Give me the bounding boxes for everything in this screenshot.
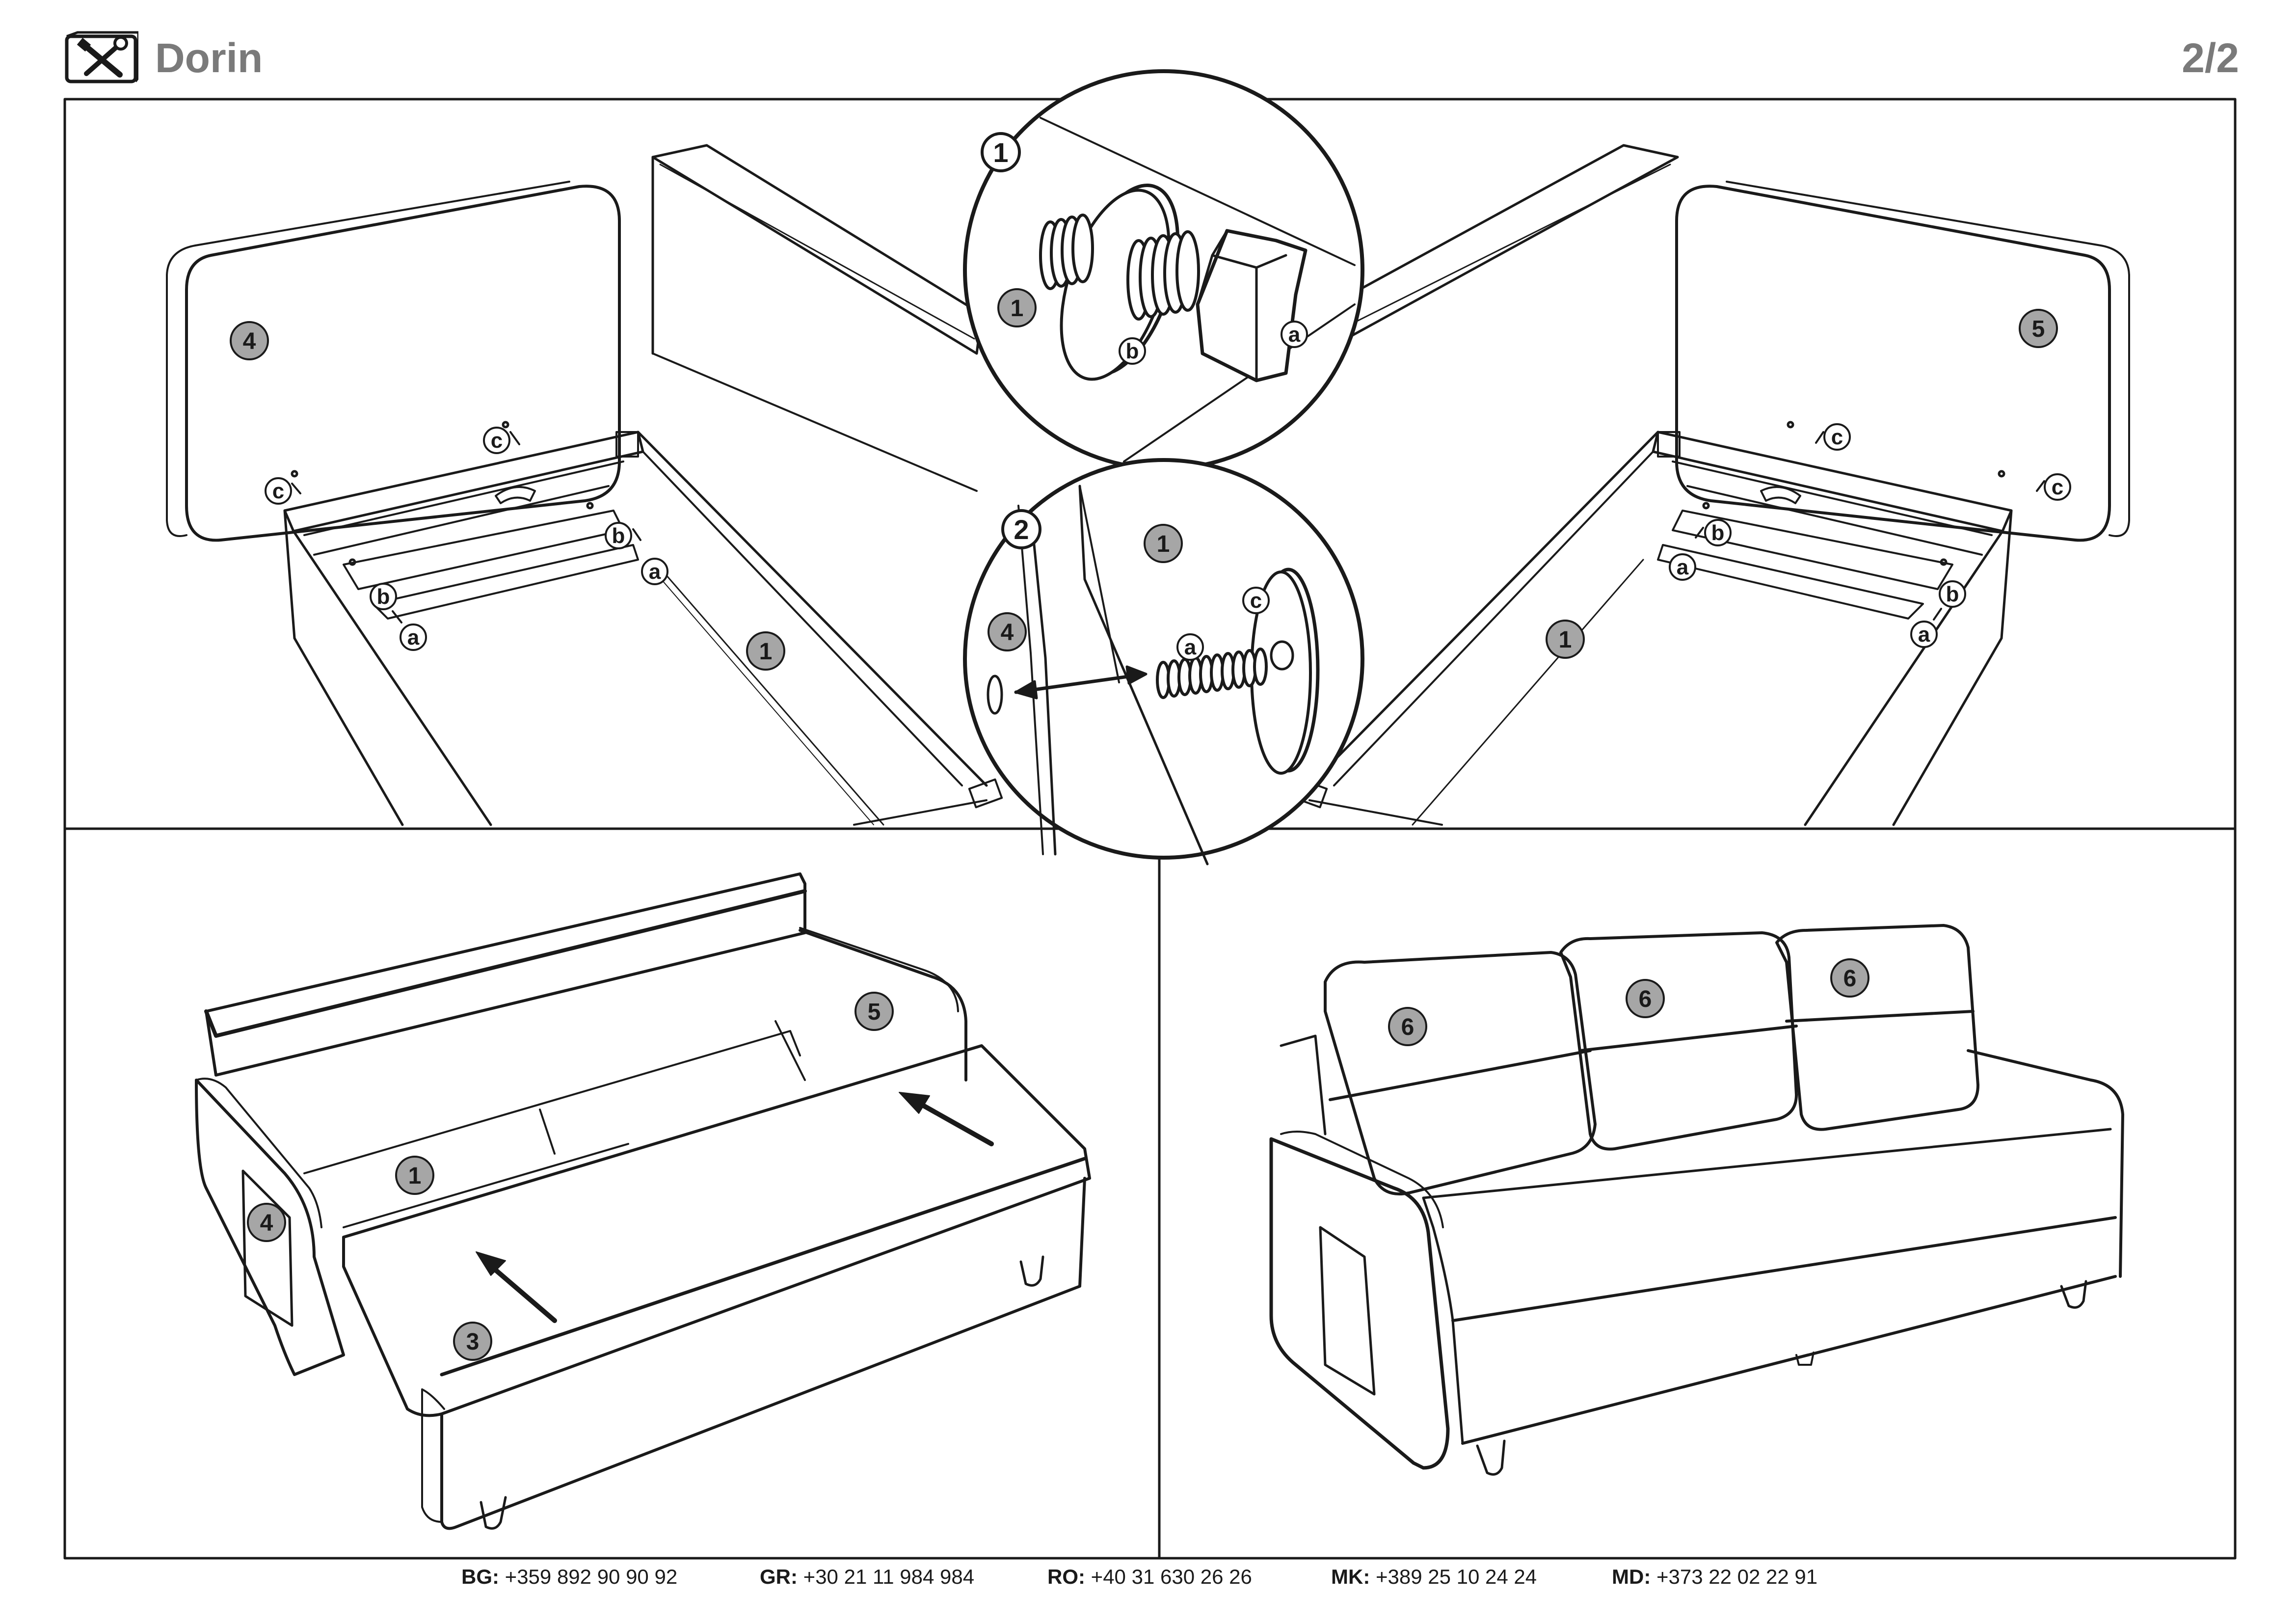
label-4: 4 <box>243 328 256 354</box>
label-6: 6 <box>1639 986 1652 1012</box>
callout-texts: c c b a b a c c b a b a b a c a <box>272 323 2063 659</box>
contact-ro: RO: +40 31 630 26 26 <box>1047 1565 1252 1588</box>
contact-gr: GR: +30 21 11 984 984 <box>760 1565 975 1588</box>
step-label-2: 2 <box>1014 514 1029 545</box>
part-badge-1 <box>395 1156 434 1195</box>
bottom-left-sofa-drawing <box>195 872 1091 1530</box>
page-number: 2/2 <box>2182 35 2239 81</box>
bottom-right-sofa-drawing <box>1269 924 2124 1476</box>
label-5: 5 <box>2032 316 2045 342</box>
badge-texts: 4 1 5 1 1 1 4 1 4 3 5 6 6 6 <box>243 296 2045 1355</box>
part-badge-6 <box>1388 1007 1427 1046</box>
contact-bg: BG: +359 892 90 90 92 <box>461 1565 678 1588</box>
part-badge-5 <box>2019 309 2058 348</box>
label-a: a <box>649 560 661 584</box>
part-badge-5 <box>854 992 894 1031</box>
label-c: c <box>1250 589 1262 613</box>
step-texts: 1 2 <box>993 137 1029 545</box>
part-badge-6 <box>1626 979 1665 1018</box>
label-c: c <box>272 479 284 503</box>
label-c: c <box>1831 425 1843 449</box>
detail-circle-1 <box>963 69 1364 471</box>
contact-md: MD: +373 22 02 22 91 <box>1612 1565 1818 1588</box>
document-title: Dorin <box>155 35 263 81</box>
detail-circle-2 <box>963 458 1364 866</box>
label-1: 1 <box>1011 296 1024 322</box>
label-c: c <box>491 429 503 453</box>
label-6: 6 <box>1401 1014 1415 1040</box>
step-marker-2 <box>1001 509 1041 549</box>
part-badge-6 <box>1830 958 1869 998</box>
part-badge-1 <box>746 631 785 671</box>
part-badge-1 <box>997 288 1037 327</box>
label-6: 6 <box>1843 966 1857 992</box>
label-1: 1 <box>408 1163 422 1189</box>
part-badge-4 <box>988 612 1027 651</box>
label-b: b <box>377 585 390 609</box>
top-left-frame-drawing <box>166 144 1003 826</box>
part-badges <box>230 288 2058 1361</box>
part-badge-1 <box>1144 524 1183 563</box>
label-b: b <box>1711 521 1725 545</box>
label-b: b <box>612 524 625 548</box>
label-b: b <box>1126 339 1139 363</box>
footer-contacts: BG: +359 892 90 90 92 GR: +30 21 11 984 … <box>0 1565 2296 1599</box>
part-badge-1 <box>1546 620 1585 659</box>
label-5: 5 <box>868 999 881 1025</box>
label-1: 1 <box>1559 627 1572 653</box>
label-c: c <box>2052 475 2063 499</box>
label-4: 4 <box>1001 620 1014 646</box>
label-b: b <box>1946 582 1959 606</box>
label-1: 1 <box>759 639 773 665</box>
hardware-callouts <box>265 132 2071 661</box>
label-3: 3 <box>466 1329 480 1355</box>
label-1: 1 <box>1157 531 1170 557</box>
label-a: a <box>1677 555 1689 579</box>
contact-mk: MK: +389 25 10 24 24 <box>1331 1565 1537 1588</box>
part-badge-4 <box>230 321 269 360</box>
top-right-frame-drawing <box>1293 144 2130 826</box>
label-a: a <box>1184 635 1197 659</box>
label-a: a <box>407 625 420 650</box>
label-a: a <box>1288 323 1301 347</box>
part-badge-4 <box>247 1203 286 1242</box>
label-4: 4 <box>260 1210 273 1236</box>
part-badge-3 <box>453 1322 492 1361</box>
step-label-1: 1 <box>993 137 1008 168</box>
label-a: a <box>1918 623 1930 647</box>
step-marker-1 <box>981 132 1021 172</box>
tools-icon <box>65 31 138 83</box>
